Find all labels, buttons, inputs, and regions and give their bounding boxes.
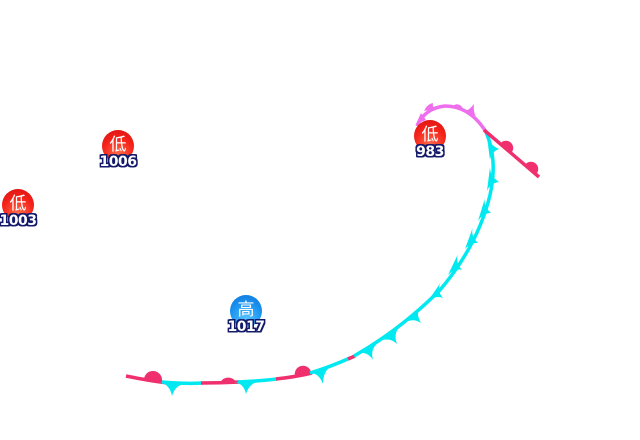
low-pressure-icon: 低 (102, 130, 134, 162)
high-pressure-center[interactable]: 高 1017 (224, 295, 268, 341)
pressure-value: 983 (416, 144, 444, 160)
low-pressure-icon: 低 (414, 120, 446, 152)
stationary-front (125, 354, 356, 396)
pressure-value: 1003 (0, 213, 37, 229)
low-pressure-center[interactable]: 低 1006 (96, 130, 140, 176)
pressure-value: 1017 (227, 319, 265, 335)
low-pressure-center[interactable]: 低 983 (408, 120, 452, 166)
low-pressure-center[interactable]: 低 1003 (0, 189, 40, 235)
pressure-value: 1006 (99, 154, 137, 170)
high-pressure-icon: 高 (230, 295, 262, 327)
occluded-front (415, 103, 488, 133)
low-pressure-icon: 低 (2, 189, 34, 221)
warm-front (482, 128, 541, 179)
cold-front (353, 131, 499, 360)
